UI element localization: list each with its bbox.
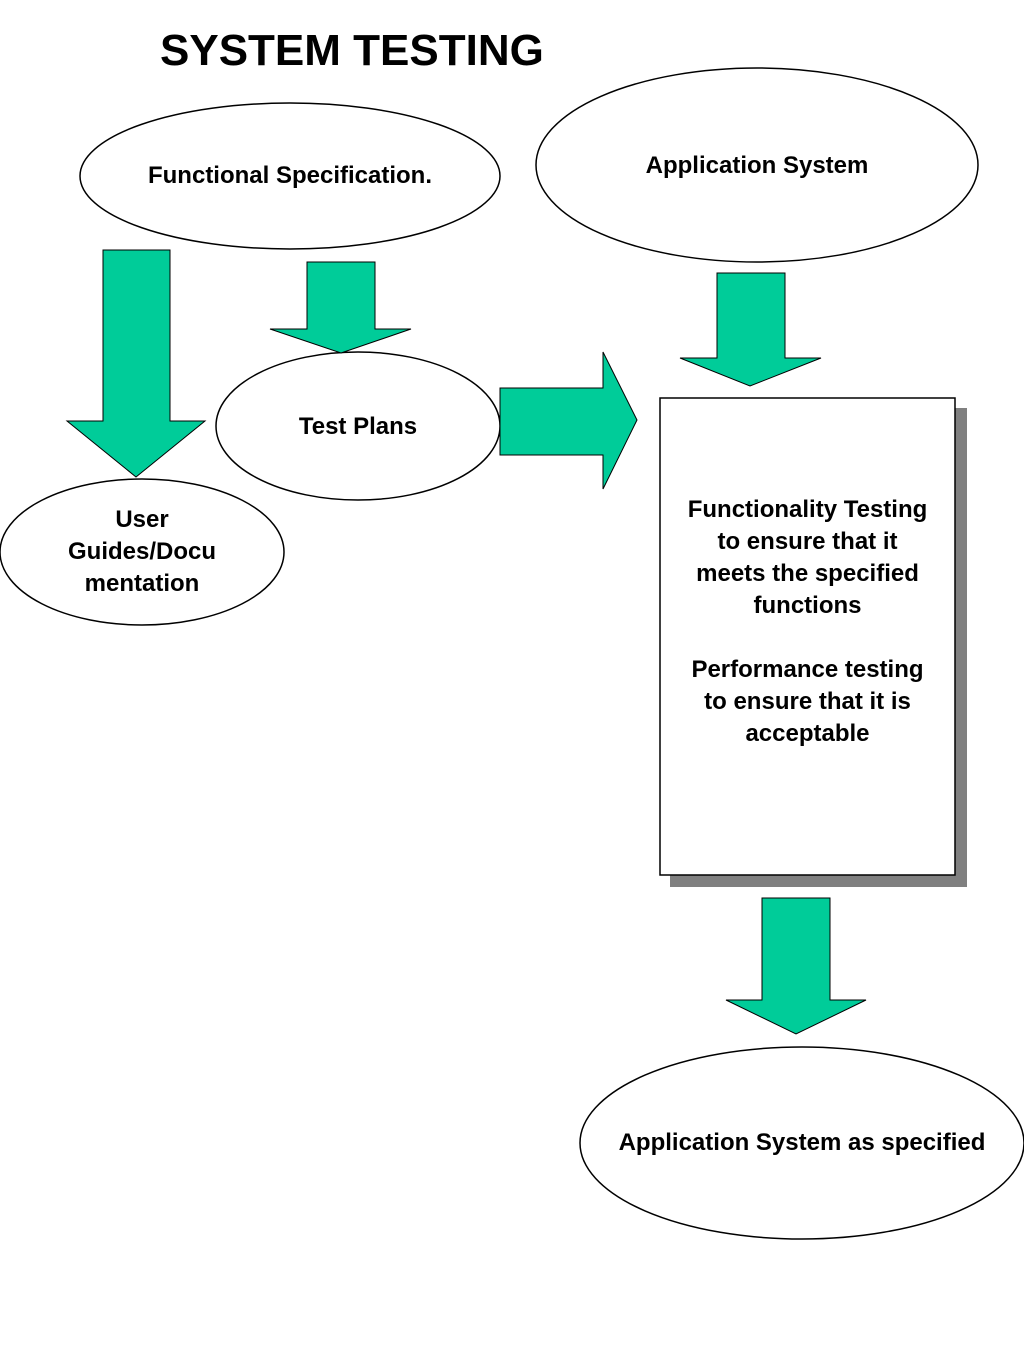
performance-testing-paragraph: Performance testing to ensure that it is… <box>662 654 953 750</box>
functionality-line-1: Functionality Testing <box>687 496 928 523</box>
user-guides-line-1: User <box>115 506 169 533</box>
application-system-label: Application System <box>536 126 978 206</box>
user-guides-line-3: mentation <box>84 570 200 597</box>
functionality-line-2: to ensure that it <box>717 528 898 555</box>
application-system-specified-label: Application System as specified <box>580 1110 1024 1176</box>
test-plans-label: Test Plans <box>216 390 500 464</box>
testing-box-content: Functionality Testing to ensure that it … <box>662 400 953 874</box>
functionality-line-3: meets the specified <box>696 560 919 587</box>
arrow-down-to-user-guides <box>65 249 207 478</box>
arrow-right-to-testing-box <box>499 351 638 490</box>
performance-line-3: acceptable <box>745 720 870 747</box>
test-plans-text: Test Plans <box>298 413 418 440</box>
application-system-text: Application System <box>645 152 869 179</box>
application-system-specified-text: Application System as specified <box>618 1129 986 1156</box>
arrow-down-to-output <box>725 897 867 1035</box>
functionality-line-4: functions <box>753 592 862 619</box>
functionality-testing-paragraph: Functionality Testing to ensure that it … <box>662 494 953 622</box>
testing-box <box>659 397 956 876</box>
application-system-specified-oval <box>579 1046 1024 1240</box>
arrow-down-to-testing-box <box>679 272 822 387</box>
functional-spec-oval <box>79 102 501 250</box>
user-guides-label: User Guides/Docu mentation <box>0 504 284 600</box>
user-guides-oval <box>0 478 285 626</box>
functional-spec-label: Functional Specification. <box>80 104 500 248</box>
application-system-oval <box>535 67 979 263</box>
performance-line-2: to ensure that it is <box>704 688 911 715</box>
functional-spec-text: Functional Specification. <box>147 162 433 189</box>
page-title: SYSTEM TESTING <box>160 26 544 75</box>
arrow-down-to-test-plans <box>269 261 412 354</box>
user-guides-line-2: Guides/Docu <box>67 538 217 565</box>
performance-line-1: Performance testing <box>691 656 924 683</box>
